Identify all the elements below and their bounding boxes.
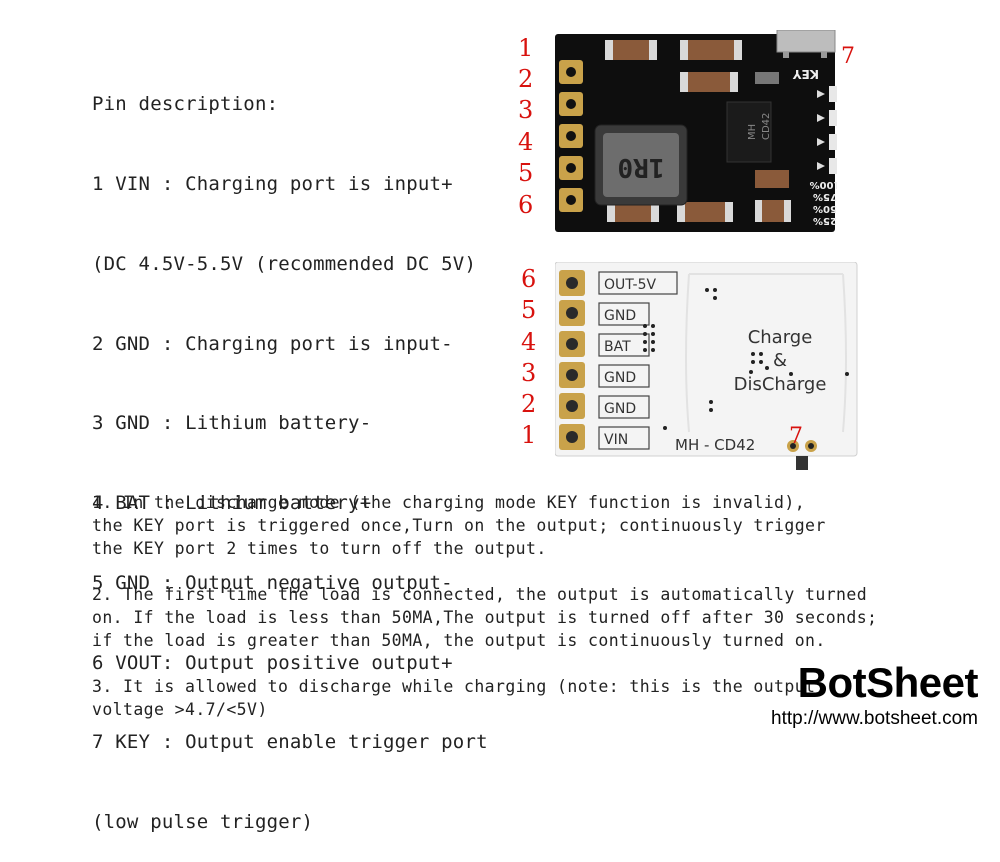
pin-line-vout: 6 VOUT: Output positive output+ [92, 651, 453, 674]
bottom-pcb [555, 262, 858, 457]
bottom-board-photo: OUT-5V GND BAT GND GND VIN Charge & DisC… [555, 262, 858, 470]
model-label: MH - CD42 [675, 436, 755, 454]
bottom-trace-outline [685, 273, 847, 433]
pin-line-gnd-in: 2 GND : Charging port is input- [92, 332, 453, 355]
pin-line-key: 7 KEY : Output enable trigger port [92, 731, 488, 754]
usage-note-1: 1. In the discharge mode (the charging m… [92, 493, 826, 558]
bottom-pin-label: VIN [604, 432, 628, 448]
bottom-pin-number: 6 [521, 265, 537, 293]
pin-line-gnd-out: 5 GND : Output negative output- [92, 571, 453, 594]
level-label: 100% [810, 179, 837, 190]
level-labels: 100% 75% 50% 25% [810, 179, 837, 226]
level-leds [817, 86, 837, 174]
bottom-key-number: 7 [789, 424, 803, 449]
pin-description: Pin description: 1 VIN : Charging port i… [92, 38, 488, 862]
bottom-pin-label: OUT-5V [604, 277, 656, 293]
pin-line-vin-range: (DC 4.5V-5.5V (recommended DC 5V) [92, 252, 477, 275]
bottom-pin-label-boxes [598, 271, 678, 450]
usage-notes: 1. In the discharge mode (the charging m… [92, 491, 877, 744]
charge-discharge-title: Charge & DisCharge [734, 327, 827, 395]
top-pin-number: 6 [518, 191, 534, 219]
bottom-pin-label: GND [604, 401, 636, 417]
bottom-pin-label: GND [604, 308, 636, 324]
title-line1: Charge [748, 327, 813, 348]
level-label: 75% [813, 191, 837, 202]
top-pin-number: 4 [518, 128, 534, 156]
bottom-pin-number: 3 [521, 359, 537, 387]
top-pin-number: 2 [518, 65, 534, 93]
level-label: 50% [813, 203, 837, 214]
bottom-pin-number: 5 [521, 296, 537, 324]
inductor: 1R0 [594, 124, 688, 206]
logo-url: http://www.botsheet.com [771, 708, 978, 729]
top-pin-number: 1 [518, 34, 534, 62]
level-label: 25% [813, 215, 837, 226]
top-pin-number: 3 [518, 96, 534, 124]
inductor-label: 1R0 [618, 152, 665, 182]
bottom-pin-number: 2 [521, 390, 537, 418]
title-line2: & [773, 350, 787, 371]
key-label: KEY [793, 67, 819, 81]
bottom-pin-number: 1 [521, 421, 537, 449]
top-capacitors [605, 40, 791, 222]
top-key-number: 7 [841, 44, 855, 69]
pin-line-bat: 4 BAT : Lithium battery+ [92, 492, 372, 515]
top-pin-pads [559, 60, 583, 212]
botsheet-logo: BotSheet http://www.botsheet.com [771, 659, 979, 730]
bottom-pin-label: GND [604, 370, 636, 386]
chip-label-line1: MH [747, 124, 758, 140]
chip-label-line2: CD42 [761, 113, 772, 140]
pin-line-vin: 1 VIN : Charging port is input+ [92, 172, 453, 195]
usage-note-3: 3. It is allowed to discharge while char… [92, 677, 816, 719]
chip: MH CD42 [726, 101, 772, 163]
top-pin-number: 5 [518, 159, 534, 187]
pin-line-gnd-bat: 3 GND : Lithium battery- [92, 412, 372, 435]
bottom-key-pads [787, 440, 817, 470]
pin-description-title: Pin description: [92, 93, 279, 116]
vias [643, 288, 849, 430]
key-switch [776, 30, 836, 58]
logo-name: BotSheet [797, 659, 979, 706]
usage-note-2: 2. The first time the load is connected,… [92, 585, 878, 650]
bottom-pin-number: 4 [521, 328, 537, 356]
bottom-pin-pads [559, 270, 585, 450]
bottom-pin-label: BAT [604, 339, 631, 355]
pin-line-key-note: (low pulse trigger) [92, 811, 314, 834]
title-line3: DisCharge [734, 374, 827, 395]
top-board-photo: 1R0 MH CD42 KEY 100% 75% 50% 25% [555, 30, 837, 232]
